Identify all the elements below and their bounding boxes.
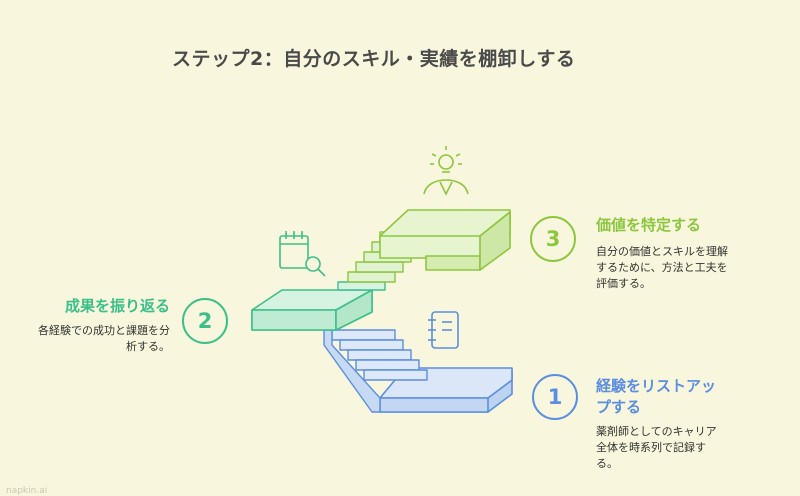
step-3-number-badge: 3 [530,216,576,262]
page-title: ステップ2：自分のスキル・実績を棚卸しする [172,48,576,70]
step-2-number-badge: 2 [182,298,228,344]
step-1-number: 1 [547,385,563,409]
calendar-search-icon [279,231,326,277]
platform-step-3 [379,209,511,271]
step-3-description: 自分の価値とスキルを理解するために、方法と工夫を評価する。 [596,245,728,290]
footer-credit: napkin.ai [6,486,48,496]
stairs-blue [323,329,428,413]
step-2-description: 各経験での成功と課題を分析する。 [38,324,170,353]
step-1-number-badge: 1 [532,374,578,420]
step-3-heading: 価値を特定する [596,216,702,234]
step-1-description: 薬剤師としてのキャリア全体を時系列で記録する。 [596,425,717,470]
notebook-icon [428,311,459,349]
person-lightbulb-icon [423,146,469,196]
step-1-heading: 経験をリストアップする [596,377,717,416]
step-3-number: 3 [545,227,561,251]
platform-step-2 [251,289,373,331]
step-2-heading: 成果を振り返る [64,297,170,315]
step-2-number: 2 [197,309,213,333]
